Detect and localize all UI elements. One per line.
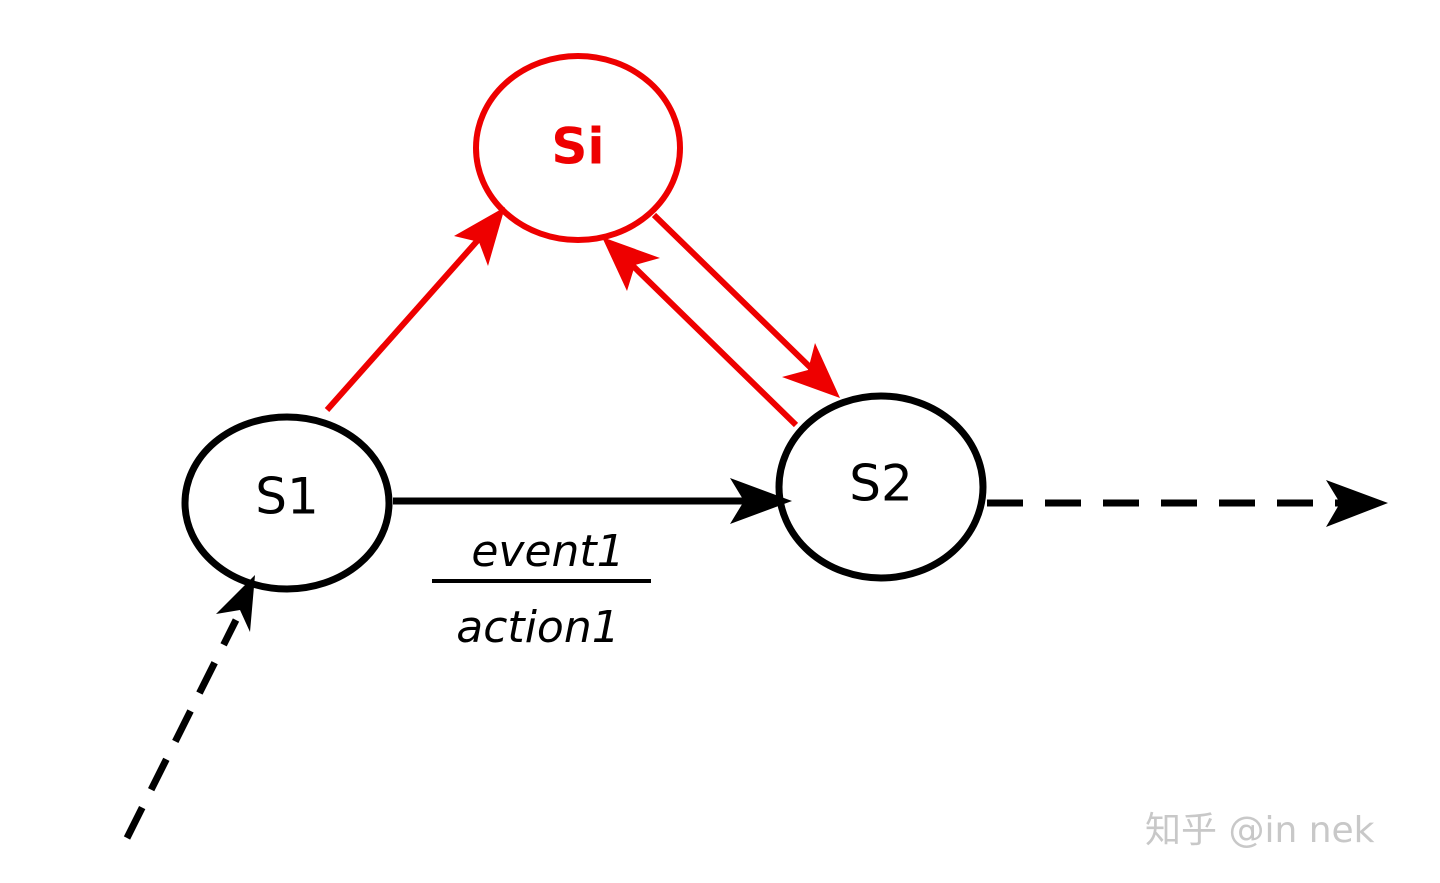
- transition-action-label: action1: [456, 602, 619, 653]
- transition-s1-si-line: [324, 238, 481, 412]
- transition-s1-s2-arrowhead: [730, 478, 792, 524]
- watermark-text: 知乎 @in nek: [1145, 810, 1375, 851]
- state-si-circle: [473, 53, 683, 243]
- initial-transition-line: [123, 618, 240, 840]
- state-s1-label: S1: [255, 468, 319, 526]
- initial-transition-arrowhead: [216, 575, 255, 632]
- state-s2-circle: [775, 392, 987, 582]
- transition-s1-si-arrowhead: [454, 207, 505, 266]
- transition-si-s2-arrowhead: [782, 343, 840, 398]
- exit-transition-arrowhead: [1326, 480, 1388, 527]
- state-si-label: Si: [551, 118, 604, 176]
- transition-si-s2-line: [651, 212, 818, 375]
- state-s2-label: S2: [849, 455, 913, 513]
- transition-s2-si-line: [627, 260, 799, 428]
- transition-event-label: event1: [471, 526, 624, 577]
- transition-s2-si-arrowhead: [602, 237, 660, 291]
- state-s1-circle: [181, 413, 393, 593]
